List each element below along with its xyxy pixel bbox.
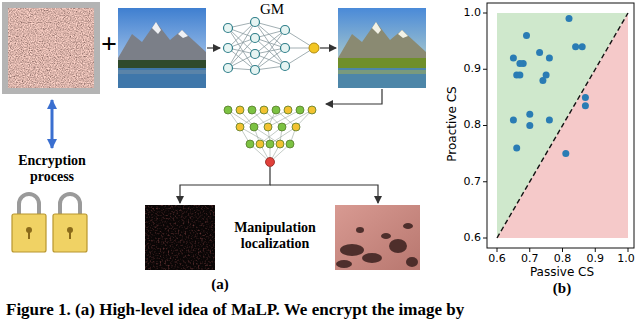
- axis-tick: 0.6: [483, 252, 511, 266]
- output-label: Manipulation localization: [223, 220, 327, 252]
- model-label: GM: [252, 1, 292, 18]
- figure-caption: Figure 1. (a) High-level idea of MaLP. W…: [6, 300, 634, 319]
- process-label: Encryption process: [3, 153, 101, 185]
- axis-tick: 0.9: [581, 252, 609, 266]
- axis-tick: 0.8: [549, 252, 577, 266]
- plus-sign: +: [97, 28, 121, 60]
- axis-title: Proactive CS: [445, 64, 459, 184]
- axis-tick: 0.7: [451, 175, 481, 189]
- axis-tick: 1.0: [614, 252, 638, 266]
- axis-tick: 1.0: [451, 6, 481, 20]
- axis-tick: 0.7: [516, 252, 544, 266]
- axis-title: Passive CS: [502, 265, 622, 279]
- panel-label: (b): [542, 280, 582, 297]
- axis-tick: 0.6: [451, 231, 481, 245]
- panel-label: (a): [200, 276, 240, 293]
- axis-tick: 0.9: [451, 62, 481, 76]
